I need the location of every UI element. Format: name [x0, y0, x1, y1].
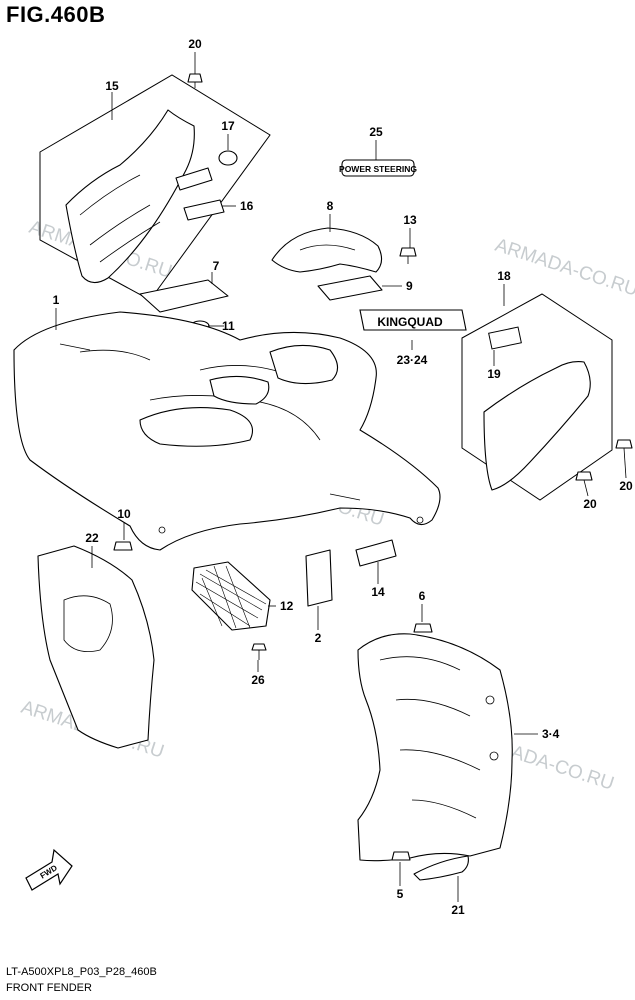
right-cover-assembly-box: [461, 293, 613, 501]
callout-21: 21: [451, 903, 465, 917]
sticker-14: [355, 539, 397, 567]
callout-20-right-b: 20: [619, 479, 633, 493]
top-cover-part-8: [271, 227, 383, 273]
leader-lines: [55, 52, 627, 902]
screw-10: [113, 541, 133, 551]
callout-9: 9: [406, 279, 413, 293]
callout-13: 13: [403, 213, 417, 227]
flap-21: [413, 855, 469, 881]
callout-6: 6: [419, 589, 426, 603]
callout-17: 17: [221, 119, 235, 133]
callout-23-24: 23·24: [397, 353, 428, 367]
right-side-cover-part: [483, 361, 591, 491]
inner-guard-22: [37, 545, 155, 749]
callout-10: 10: [117, 507, 131, 521]
watermark-2: ARMADA-CO.RU: [492, 235, 635, 301]
front-fender-main: [13, 311, 441, 551]
grille-12: [191, 561, 271, 631]
screw-13: [399, 247, 417, 264]
callout-14: 14: [371, 585, 385, 599]
callout-7: 7: [213, 259, 220, 273]
screw-20-right-b: [615, 439, 633, 449]
callout-25: 25: [369, 125, 383, 139]
screw-26: [251, 643, 267, 660]
sticker-2: [305, 549, 333, 607]
power-steering-sticker: POWER STEERING: [339, 159, 417, 177]
figure-code: LT-A500XPL8_P03_P28_460B: [6, 966, 157, 978]
callout-16: 16: [240, 199, 254, 213]
callout-20-right-a: 20: [583, 497, 597, 511]
pad-9: [317, 275, 383, 301]
callout-22: 22: [85, 531, 99, 545]
forward-direction-arrow: FWD: [25, 848, 73, 891]
screw-5: [391, 851, 411, 861]
callout-19: 19: [487, 367, 501, 381]
callout-15: 15: [105, 79, 119, 93]
screw-6: [413, 623, 433, 633]
power-steering-text: POWER STEERING: [339, 164, 417, 174]
left-cover-assembly-box: [39, 74, 271, 301]
callout-1: 1: [53, 293, 60, 307]
mud-guard-3-4: [357, 633, 513, 862]
pad-16: [183, 199, 225, 221]
callout-3-4: 3·4: [542, 727, 560, 741]
kingquad-sticker: KINGQUAD: [359, 309, 467, 331]
callout-2: 2: [315, 631, 322, 645]
callout-12: 12: [280, 599, 294, 613]
callout-20-top: 20: [188, 37, 202, 51]
callout-26: 26: [251, 673, 265, 687]
figure-name: FRONT FENDER: [6, 982, 92, 994]
callout-8: 8: [327, 199, 334, 213]
screw-20-top: [187, 73, 203, 88]
pad-19: [488, 326, 522, 350]
callout-11: 11: [222, 319, 235, 333]
pad-7: [139, 279, 229, 313]
figure-title: FIG.460B: [6, 2, 106, 27]
kingquad-text: KINGQUAD: [377, 315, 443, 329]
callout-18: 18: [497, 269, 511, 283]
screw-20-right-a: [575, 471, 593, 481]
grommet-17: [218, 150, 238, 166]
callout-5: 5: [397, 887, 404, 901]
